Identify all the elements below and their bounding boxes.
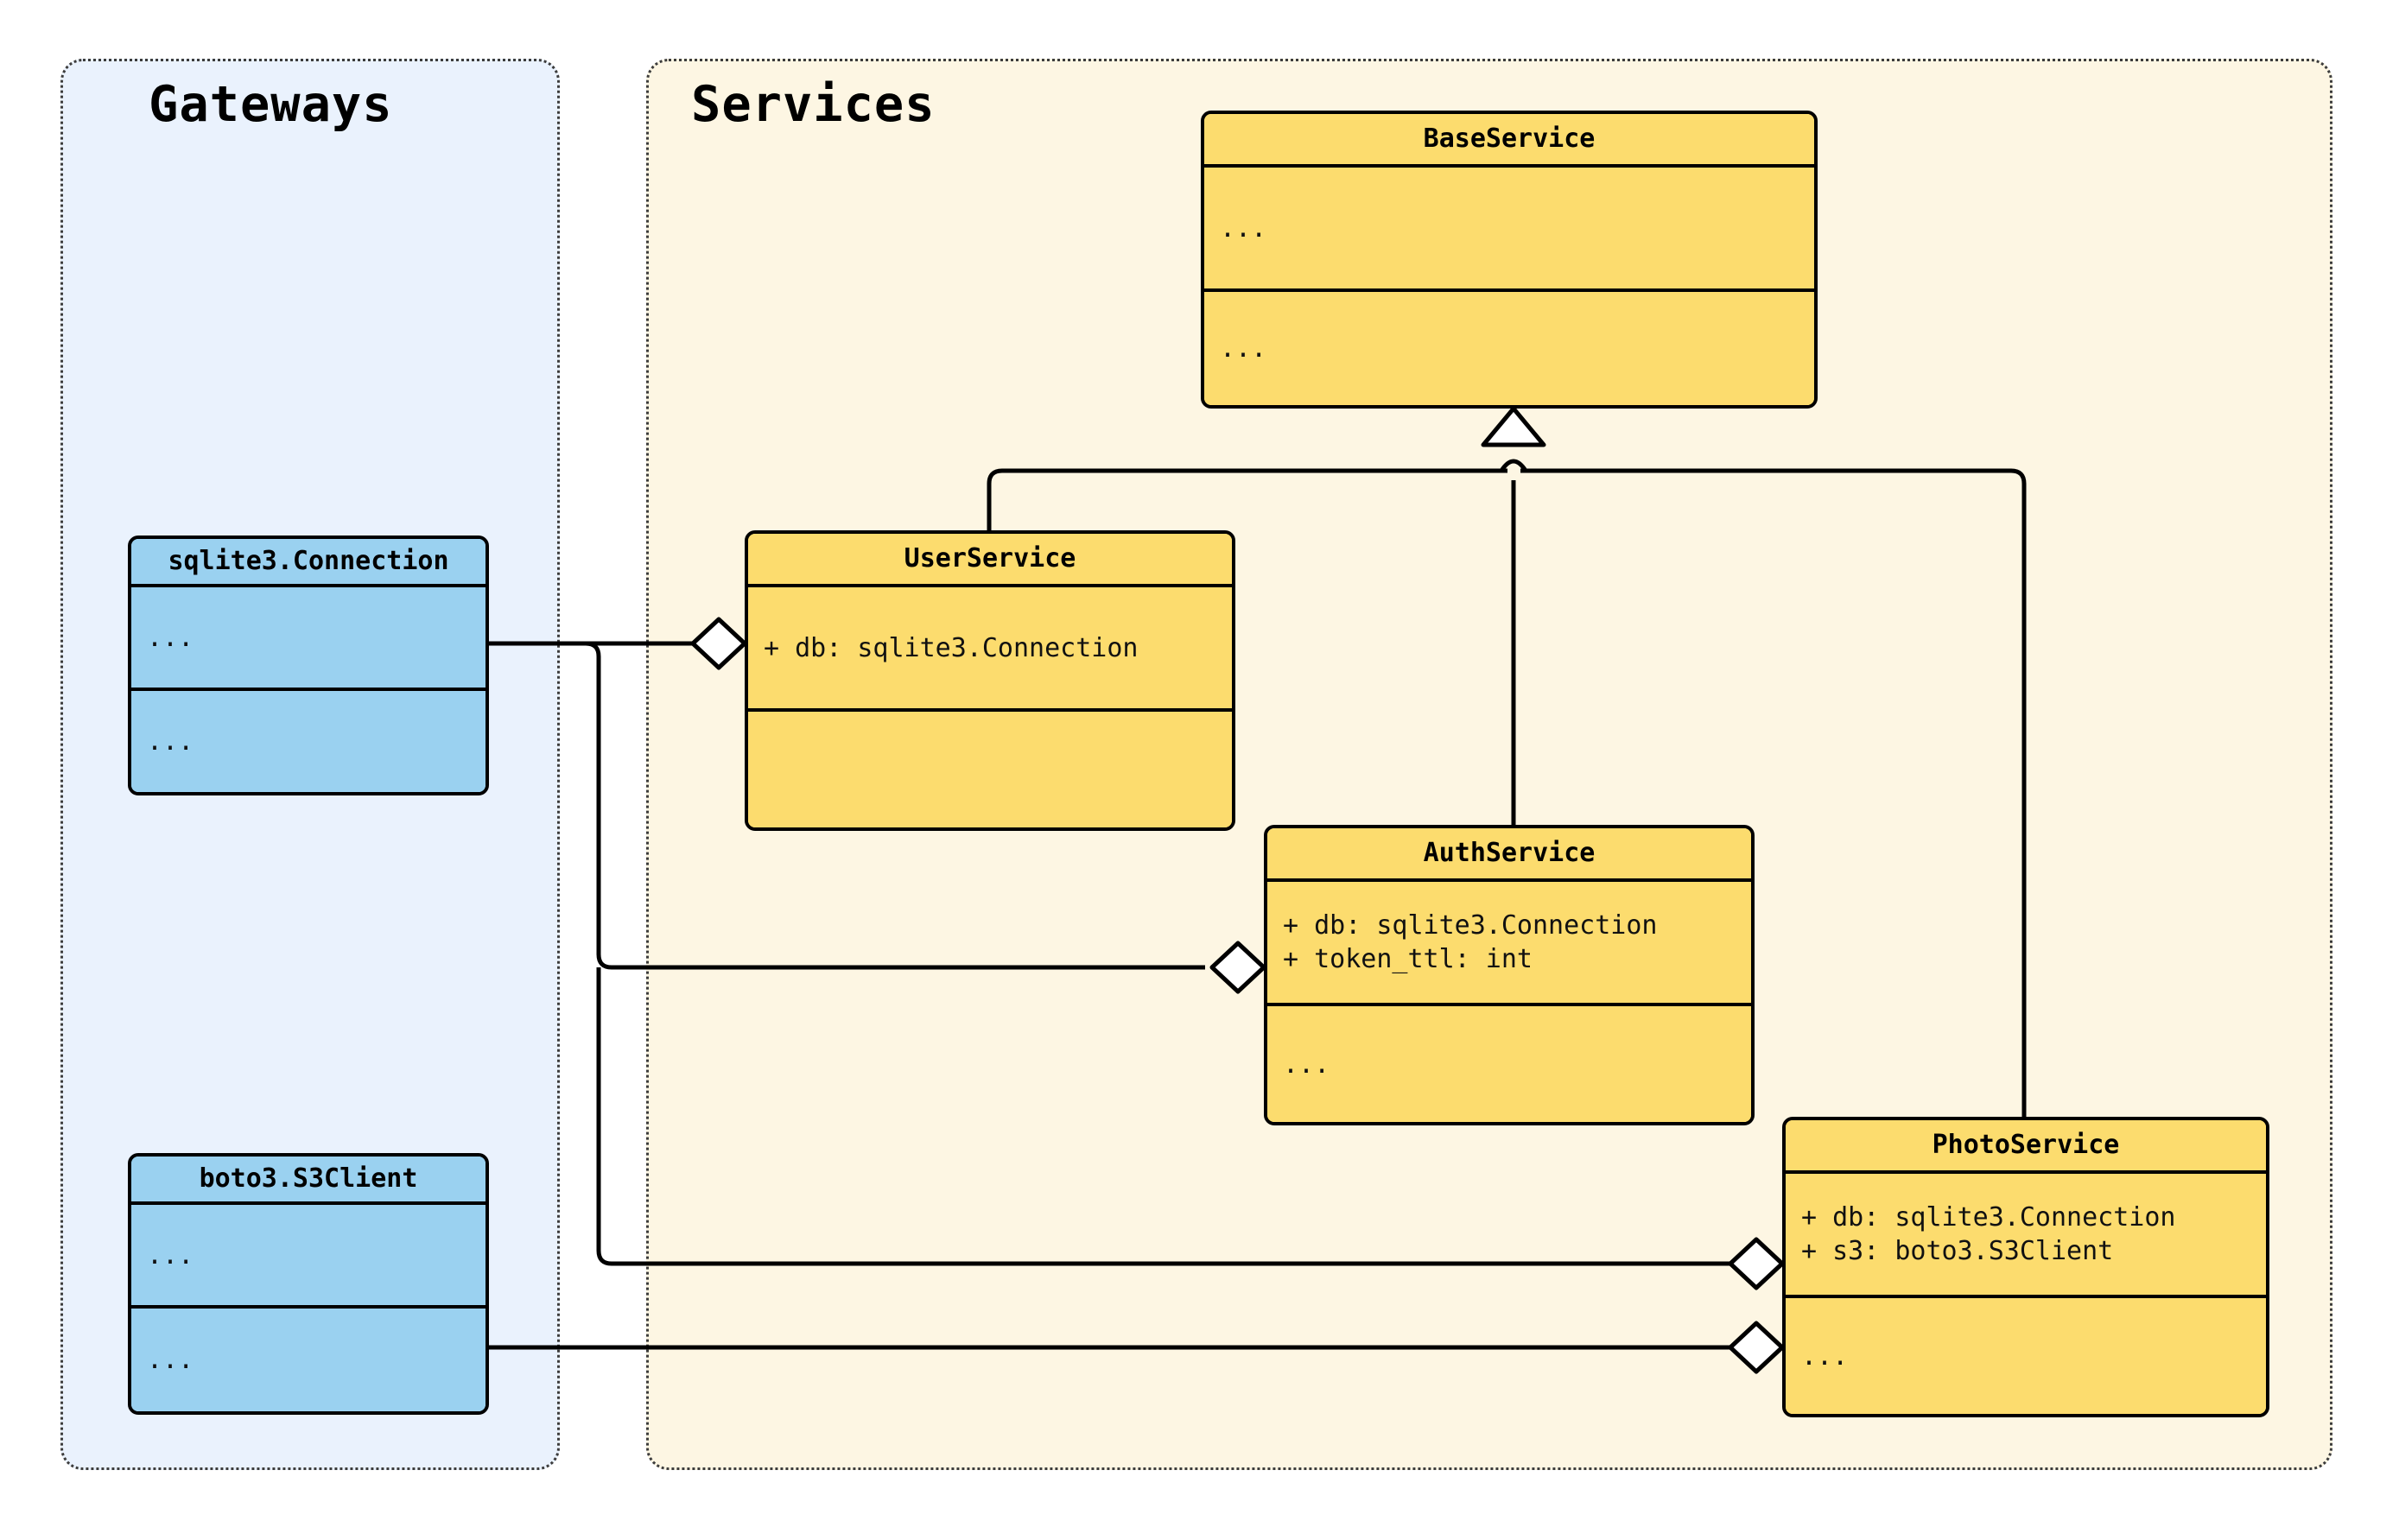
class-methods-baseservice: ...	[1204, 292, 1814, 405]
class-attributes-boto3-s3client: ...	[131, 1205, 486, 1309]
class-methods-photoservice: ...	[1786, 1298, 2266, 1414]
class-attributes-sqlite3-connection: ...	[131, 587, 486, 691]
class-box-photoservice[interactable]: PhotoService + db: sqlite3.Connection + …	[1782, 1117, 2269, 1417]
package-gateways-title: Gateways	[149, 76, 393, 133]
class-name-baseservice: BaseService	[1204, 114, 1814, 168]
class-box-boto3-s3client[interactable]: boto3.S3Client ... ...	[128, 1153, 489, 1415]
class-name-authservice: AuthService	[1267, 828, 1751, 882]
class-methods-userservice	[748, 712, 1232, 827]
class-name-photoservice: PhotoService	[1786, 1120, 2266, 1174]
class-name-userservice: UserService	[748, 534, 1232, 587]
class-name-sqlite3-connection: sqlite3.Connection	[131, 539, 486, 587]
package-services-title: Services	[691, 76, 936, 133]
class-box-sqlite3-connection[interactable]: sqlite3.Connection ... ...	[128, 536, 489, 795]
class-name-boto3-s3client: boto3.S3Client	[131, 1157, 486, 1205]
class-attributes-userservice: + db: sqlite3.Connection	[748, 587, 1232, 712]
class-methods-authservice: ...	[1267, 1006, 1751, 1122]
class-methods-sqlite3-connection: ...	[131, 691, 486, 792]
class-box-userservice[interactable]: UserService + db: sqlite3.Connection	[745, 530, 1235, 831]
class-box-authservice[interactable]: AuthService + db: sqlite3.Connection + t…	[1264, 825, 1755, 1125]
class-attributes-photoservice: + db: sqlite3.Connection + s3: boto3.S3C…	[1786, 1174, 2266, 1298]
class-attributes-authservice: + db: sqlite3.Connection + token_ttl: in…	[1267, 882, 1751, 1006]
class-attributes-baseservice: ...	[1204, 168, 1814, 292]
class-box-baseservice[interactable]: BaseService ... ...	[1201, 111, 1818, 409]
class-methods-boto3-s3client: ...	[131, 1309, 486, 1411]
